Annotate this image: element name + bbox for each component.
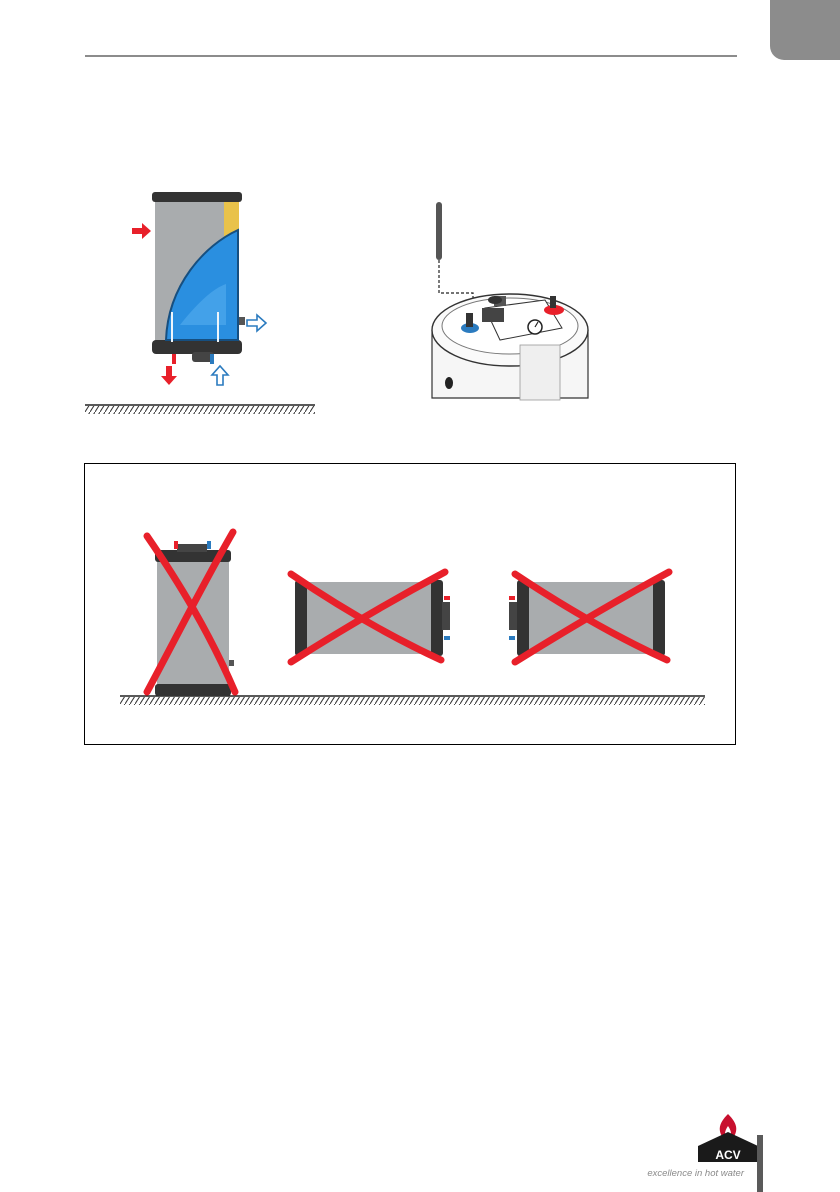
floor-hatch — [85, 405, 315, 414]
floor-hatch — [120, 696, 705, 705]
cold-out-arrow-icon — [247, 315, 266, 331]
cold-in-arrow-icon — [212, 366, 228, 385]
language-tab — [770, 0, 840, 60]
hot-out-arrow-icon — [161, 366, 177, 385]
tank-cutaway — [152, 192, 245, 364]
acv-logo: ACV — [640, 1110, 760, 1192]
wrong-position-box — [84, 463, 736, 745]
wrong-positions-figure — [85, 464, 735, 744]
thermostat-dial-icon — [528, 320, 542, 334]
footer-bar — [757, 1135, 763, 1192]
brand-tagline: excellence in hot water — [640, 1168, 744, 1179]
sensor-probe-icon — [436, 202, 477, 309]
installation-figure — [80, 180, 720, 430]
tank-top-view — [432, 294, 588, 400]
hot-in-arrow-icon — [132, 223, 151, 239]
header-rule — [85, 55, 737, 57]
logo-text: ACV — [715, 1148, 740, 1162]
